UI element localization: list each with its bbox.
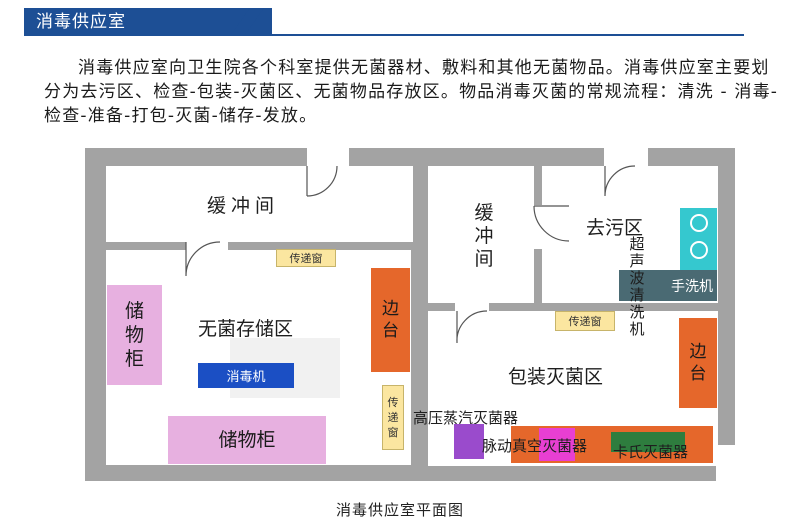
- room-buffer-right: [428, 166, 534, 303]
- banner-underline: [24, 34, 744, 36]
- door-gap: [604, 148, 648, 166]
- room-label-buffer-left: 缓冲间: [207, 195, 280, 217]
- door-gap: [307, 148, 349, 166]
- door-gap: [716, 445, 735, 481]
- storage-cabinet: 储物柜: [107, 285, 162, 385]
- door-swings: [185, 165, 636, 344]
- room-label-decontam: 去污区: [586, 217, 644, 239]
- room-label-packaging: 包装灭菌区: [508, 366, 604, 388]
- door-gap: [455, 301, 489, 313]
- kashi-label: 卡氏灭菌器: [613, 443, 689, 461]
- sink-basin-icon: [690, 241, 708, 259]
- door-swing: [306, 165, 338, 197]
- room-label-sterile-storage: 无菌存储区: [198, 318, 294, 340]
- pass-window: 传递窗: [276, 249, 336, 267]
- room-label-buffer-right: 缓冲间: [474, 202, 494, 270]
- high-pressure-steam-label: 高压蒸汽灭菌器: [413, 409, 519, 427]
- storage-cabinet: 储物柜: [168, 416, 326, 464]
- high-pressure-steam-sterilizer: [454, 424, 484, 459]
- door-gap: [186, 240, 228, 252]
- pulse-vacuum-label: 脉动真空灭菌器: [482, 437, 588, 455]
- hand-washer: 手洗机: [619, 270, 717, 301]
- door-swing: [185, 241, 221, 277]
- pass-window-vertical: 传递窗: [382, 385, 404, 450]
- room-buffer-left: [106, 166, 413, 242]
- door-swing: [604, 165, 636, 197]
- kashi-sterilizer: [611, 432, 685, 452]
- disinfector: 消毒机: [198, 363, 294, 388]
- intro-text: 消毒供应室向卫生院各个科室提供无菌器材、敷料和其他无菌物品。消毒供应室主要划分为…: [44, 58, 779, 126]
- side-table: 边台: [371, 268, 410, 372]
- door-swing: [456, 310, 488, 344]
- pulse-vacuum-sterilizer: [539, 428, 575, 461]
- side-table: 边台: [679, 318, 717, 408]
- diagram-caption: 消毒供应室平面图: [335, 501, 464, 519]
- pass-window: 传递窗: [555, 311, 615, 331]
- door-swing: [533, 205, 570, 242]
- ultrasonic-cleaner-label: 超声波清洗机: [629, 235, 645, 338]
- sink-basin-icon: [690, 214, 708, 232]
